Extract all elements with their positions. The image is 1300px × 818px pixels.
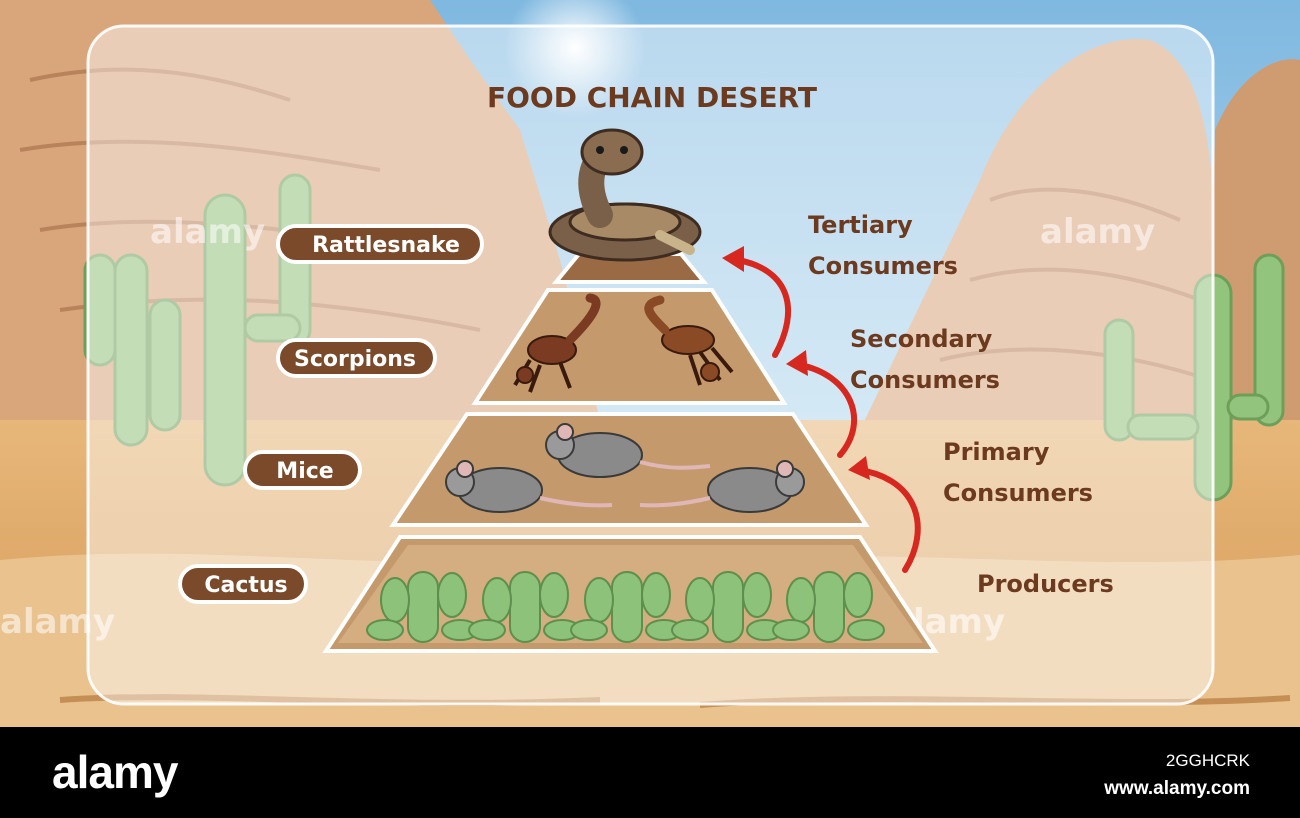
level-label-secondary: Secondary Consumers bbox=[850, 325, 1000, 394]
footer-url: www.alamy.com bbox=[1104, 778, 1250, 799]
arrow-producers-to-primary bbox=[857, 467, 921, 573]
pyramid-tier-rattlesnake bbox=[551, 252, 709, 284]
arrow-primary-to-secondary bbox=[797, 362, 858, 458]
svg-text:Consumers: Consumers bbox=[808, 252, 958, 280]
mouse-icon-left bbox=[445, 460, 613, 513]
svg-text:Producers: Producers bbox=[977, 570, 1114, 598]
svg-text:Cactus: Cactus bbox=[204, 573, 287, 598]
svg-text:Secondary: Secondary bbox=[850, 325, 993, 353]
level-label-producers: Producers bbox=[977, 570, 1114, 598]
organism-label-rattlesnake: Rattlesnake bbox=[276, 224, 484, 264]
svg-text:alamy: alamy bbox=[1040, 212, 1155, 252]
scorpion-icon-left bbox=[513, 293, 601, 393]
svg-text:alamy: alamy bbox=[150, 212, 265, 252]
right-rock bbox=[860, 39, 1230, 430]
background-scene bbox=[0, 0, 1300, 727]
footer-image-id: 2GGHCRK bbox=[1165, 751, 1250, 770]
level-label-primary: Primary Consumers bbox=[943, 438, 1093, 507]
svg-text:Primary: Primary bbox=[943, 438, 1050, 466]
organism-label-scorpions: Scorpions bbox=[276, 338, 437, 378]
mouse-icon-right bbox=[639, 460, 805, 513]
svg-text:alamy: alamy bbox=[0, 602, 115, 642]
energy-arrows bbox=[722, 246, 921, 573]
cactus-icon bbox=[772, 571, 885, 643]
svg-text:Mice: Mice bbox=[276, 459, 333, 484]
scorpion-icon-right bbox=[644, 295, 734, 386]
organism-label-cactus: Cactus bbox=[178, 564, 308, 604]
rattlesnake-icon bbox=[548, 128, 702, 262]
cactus-row bbox=[366, 571, 885, 643]
mouse-icon-top bbox=[545, 423, 711, 478]
footer-info: 2GGHCRK www.alamy.com bbox=[1104, 747, 1250, 803]
diagram-canvas: alamy alamy alamy alamy alamy FOOD CHAIN… bbox=[0, 0, 1300, 727]
sun-icon bbox=[505, 0, 645, 118]
svg-text:Tertiary: Tertiary bbox=[808, 211, 913, 239]
organism-label-mice: Mice bbox=[243, 450, 362, 490]
svg-text:Rattlesnake: Rattlesnake bbox=[312, 233, 460, 258]
svg-text:Scorpions: Scorpions bbox=[294, 347, 416, 372]
watermark-footer: alamy 2GGHCRK www.alamy.com bbox=[0, 727, 1300, 818]
cactus-icon bbox=[671, 571, 784, 643]
level-label-tertiary: Tertiary Consumers bbox=[808, 211, 958, 280]
svg-text:Consumers: Consumers bbox=[850, 366, 1000, 394]
arrow-secondary-to-tertiary bbox=[735, 257, 791, 358]
diagram-title: FOOD CHAIN DESERT bbox=[487, 81, 817, 114]
cactus-icon bbox=[366, 571, 479, 643]
cactus-icon bbox=[468, 571, 581, 643]
footer-logo: alamy bbox=[52, 746, 178, 798]
svg-text:Consumers: Consumers bbox=[943, 479, 1093, 507]
